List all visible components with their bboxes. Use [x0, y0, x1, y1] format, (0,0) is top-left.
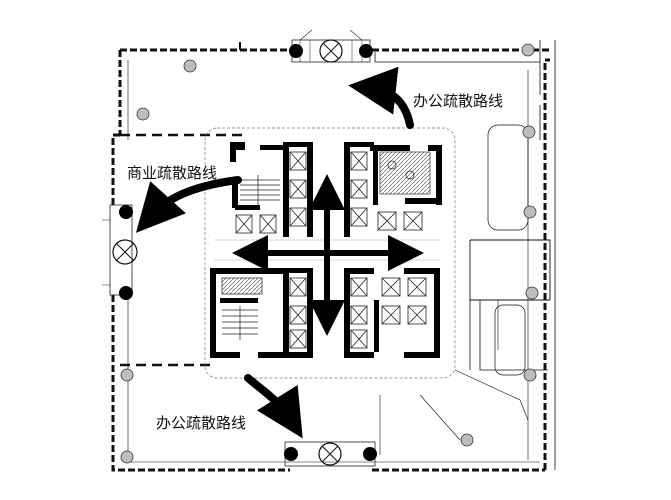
building-perimeter [111, 40, 556, 472]
entrance-top [289, 29, 373, 63]
elevator-shaft [289, 179, 307, 199]
elevator-shaft [289, 329, 307, 349]
elevator-shafts [235, 151, 427, 349]
evacuation-arrows [135, 66, 414, 439]
central-cross-arrows [232, 174, 424, 336]
elevator-shaft [289, 151, 307, 171]
entrance-bottom [284, 441, 377, 467]
arrow-commercial [135, 176, 242, 233]
stair-bottom-left [222, 306, 258, 340]
elevator-shaft [259, 214, 277, 234]
column-grid [120, 43, 539, 464]
elevator-shaft [407, 277, 427, 297]
elevator-shaft [403, 211, 423, 231]
elevator-shaft [381, 305, 401, 325]
elevator-shaft [235, 214, 253, 234]
toilet-room [379, 151, 431, 195]
column [120, 368, 134, 382]
elevator-shaft [289, 277, 307, 297]
core-boundary [204, 127, 456, 379]
column [522, 125, 536, 139]
column [523, 205, 537, 219]
elevator-shaft [350, 329, 368, 349]
elevator-shaft [350, 305, 368, 325]
column [521, 43, 535, 57]
elevator-shaft [350, 179, 368, 199]
label-office-route-top: 办公疏散路线 [413, 92, 503, 110]
elevator-shaft [350, 151, 368, 171]
arrow-office-top [348, 66, 414, 129]
elevator-shaft [407, 305, 427, 325]
column [523, 368, 537, 382]
column [120, 450, 134, 464]
elevator-shaft [377, 211, 397, 231]
label-commercial-route: 商业疏散路线 [127, 164, 217, 182]
stair-top-left [240, 175, 280, 205]
column [525, 286, 539, 300]
elevator-shaft [350, 277, 368, 297]
column [183, 59, 197, 73]
entrance-left [102, 204, 138, 300]
column [460, 433, 474, 447]
column [136, 107, 150, 121]
riser [221, 277, 263, 295]
elevator-shaft [289, 207, 307, 227]
label-office-route-bottom: 办公疏散路线 [156, 414, 246, 432]
arrow-office-bottom [244, 374, 303, 439]
elevator-shaft [381, 277, 401, 297]
elevator-shaft [289, 305, 307, 325]
elevator-shaft [350, 207, 368, 227]
